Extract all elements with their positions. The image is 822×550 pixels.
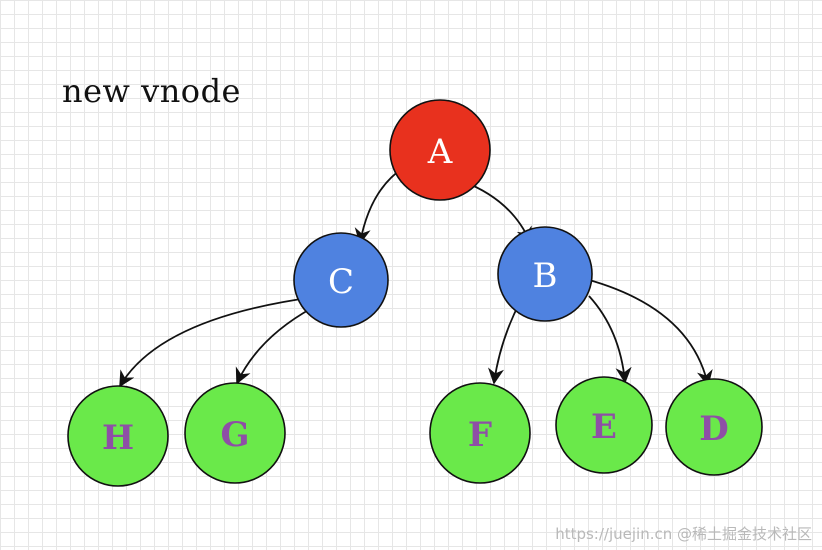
node-f-label: F [468, 415, 492, 455]
edge-c-to-g [235, 307, 313, 385]
edge-a-to-c [354, 167, 404, 245]
node-h-label: H [102, 418, 134, 458]
node-a-circle [389, 99, 491, 201]
node-b-label: B [533, 256, 558, 296]
node-a: A [389, 99, 491, 201]
node-h: H [67, 385, 169, 487]
node-d-circle [665, 378, 763, 476]
node-e-label: E [591, 407, 617, 447]
node-f: F [429, 382, 531, 484]
edges-layer [119, 167, 713, 388]
watermark: https://juejin.cn @稀土掘金技术社区 [555, 525, 812, 543]
node-e-circle [555, 376, 653, 474]
nodes-layer: A C B H G F E D [67, 99, 763, 487]
node-e: E [555, 376, 653, 474]
node-b: B [497, 226, 593, 322]
node-g: G [184, 382, 286, 484]
node-c-circle [293, 232, 389, 328]
diagram-title: new vnode [62, 72, 241, 110]
node-d-label: D [699, 409, 728, 449]
node-h-circle [67, 385, 169, 487]
node-c: C [293, 232, 389, 328]
edge-a-to-b [461, 180, 532, 244]
node-f-circle [429, 382, 531, 484]
node-g-circle [184, 382, 286, 484]
edge-c-to-h [119, 296, 316, 388]
edge-b-to-e [588, 295, 632, 384]
edge-b-to-d [577, 276, 713, 387]
node-c-label: C [328, 262, 354, 302]
node-g-label: G [220, 415, 249, 455]
node-b-circle [497, 226, 593, 322]
node-a-label: A [427, 132, 453, 172]
node-d: D [665, 378, 763, 476]
